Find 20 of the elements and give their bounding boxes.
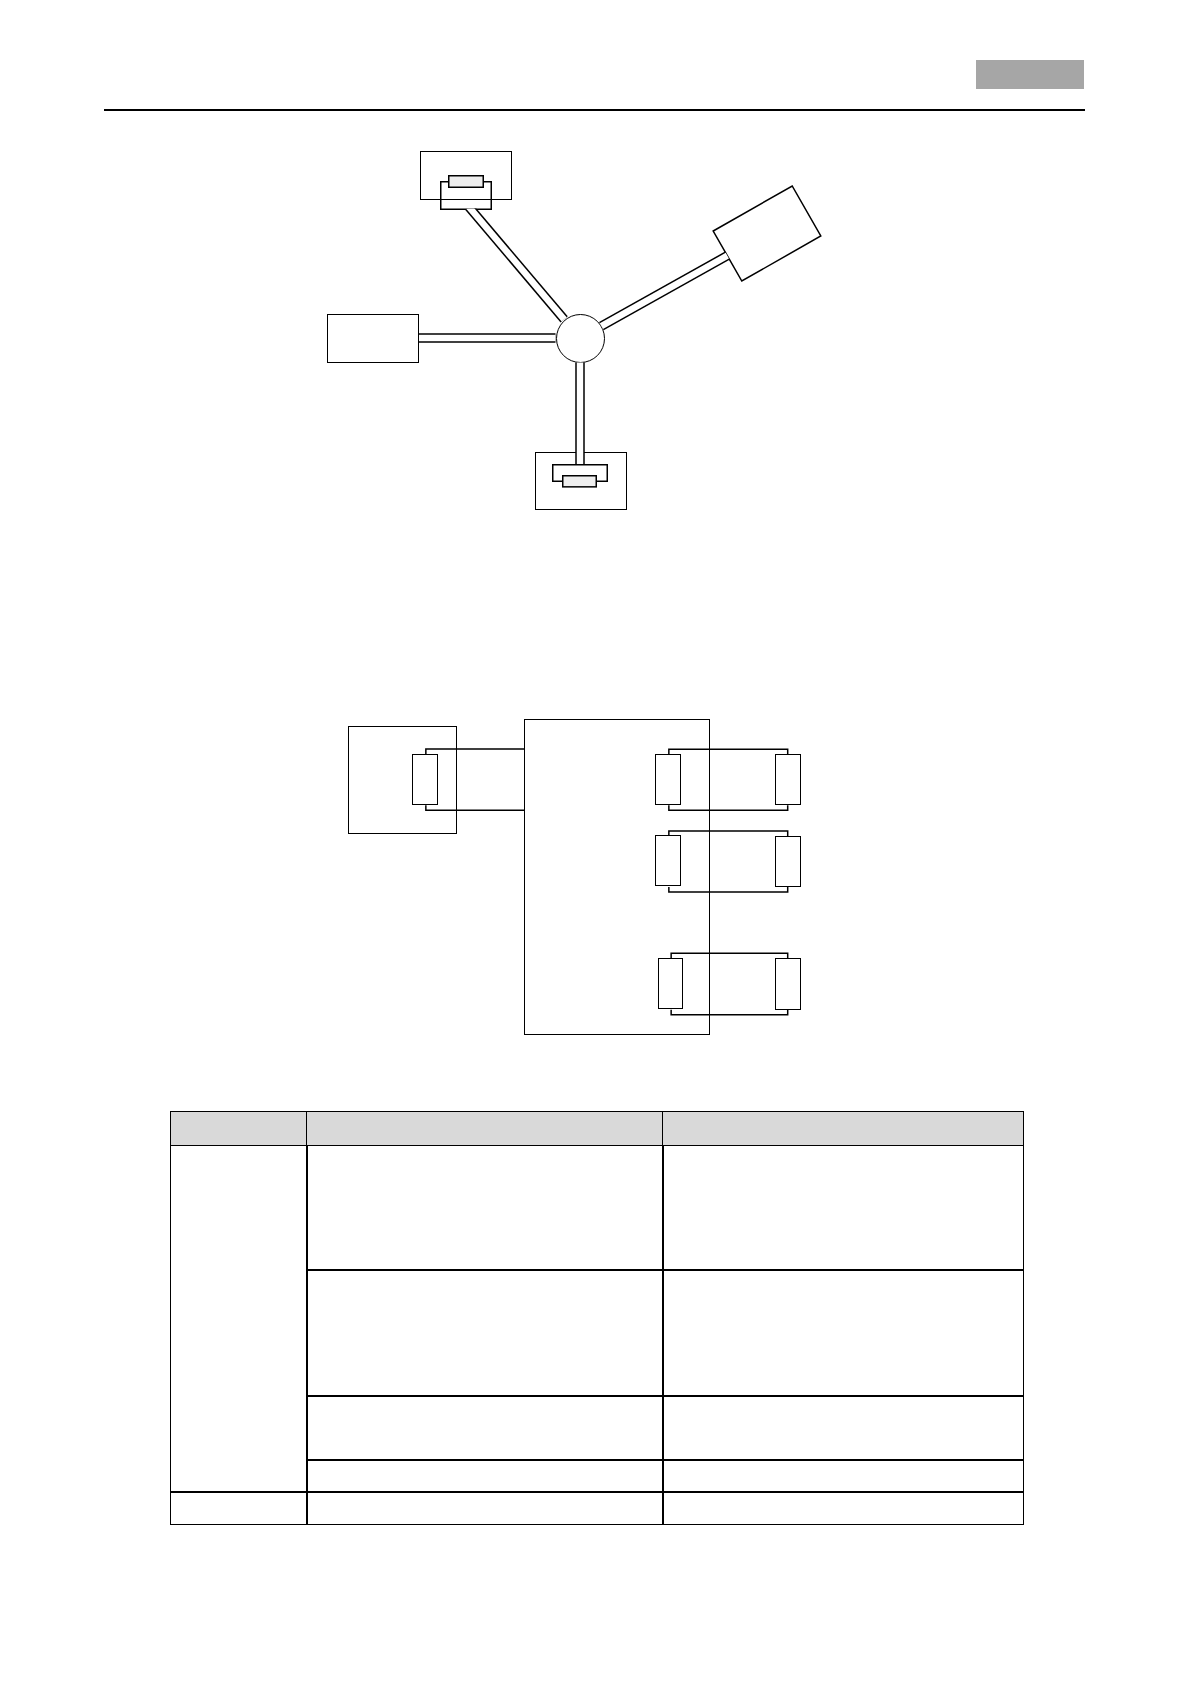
rectangle xyxy=(412,753,439,805)
rectangle xyxy=(655,835,682,887)
rectangle xyxy=(655,753,682,805)
cable xyxy=(670,952,789,1016)
rectangle xyxy=(774,836,801,887)
cable xyxy=(599,251,730,331)
cable xyxy=(575,362,585,464)
rectangle xyxy=(524,718,710,1035)
cable xyxy=(668,830,789,893)
cable xyxy=(419,333,556,343)
rectangle xyxy=(657,957,684,1010)
rectangle xyxy=(774,754,801,806)
cable xyxy=(668,748,789,812)
plug-connector xyxy=(440,175,492,210)
rectangle xyxy=(774,958,801,1010)
plug-connector xyxy=(551,463,608,488)
rectangle xyxy=(534,452,627,510)
cable xyxy=(425,748,525,812)
rectangle xyxy=(348,726,457,834)
rectangle xyxy=(327,314,419,363)
